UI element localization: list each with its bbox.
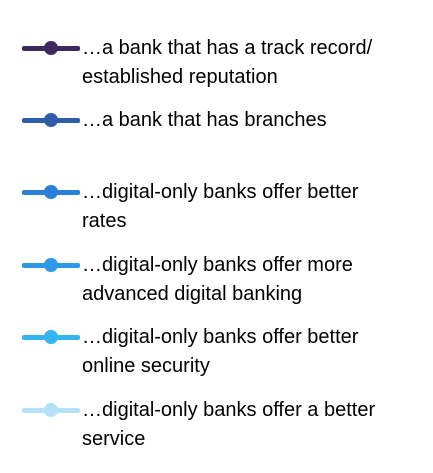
legend-point-marker xyxy=(44,403,58,417)
legend-point-marker xyxy=(44,113,58,127)
legend-point-marker xyxy=(44,258,58,272)
legend-label: …digital-only banks offer better rates xyxy=(82,181,359,232)
legend-label: …digital-only banks offer a better servi… xyxy=(82,399,376,450)
legend-label: …a bank that has branches xyxy=(82,109,327,131)
legend-swatch xyxy=(22,182,80,202)
legend-point-marker xyxy=(44,185,58,199)
legend-label: …digital-only banks offer better online … xyxy=(82,326,359,377)
legend-label: …digital-only banks offer more advanced … xyxy=(82,254,353,305)
legend-point-marker xyxy=(44,41,58,55)
legend-swatch xyxy=(22,400,80,420)
legend-point-marker xyxy=(44,330,58,344)
legend-swatch xyxy=(22,327,80,347)
legend-label: …a bank that has a track record/ establi… xyxy=(82,37,373,88)
legend-swatch xyxy=(22,255,80,275)
legend-swatch xyxy=(22,38,80,58)
legend-swatch xyxy=(22,110,80,130)
